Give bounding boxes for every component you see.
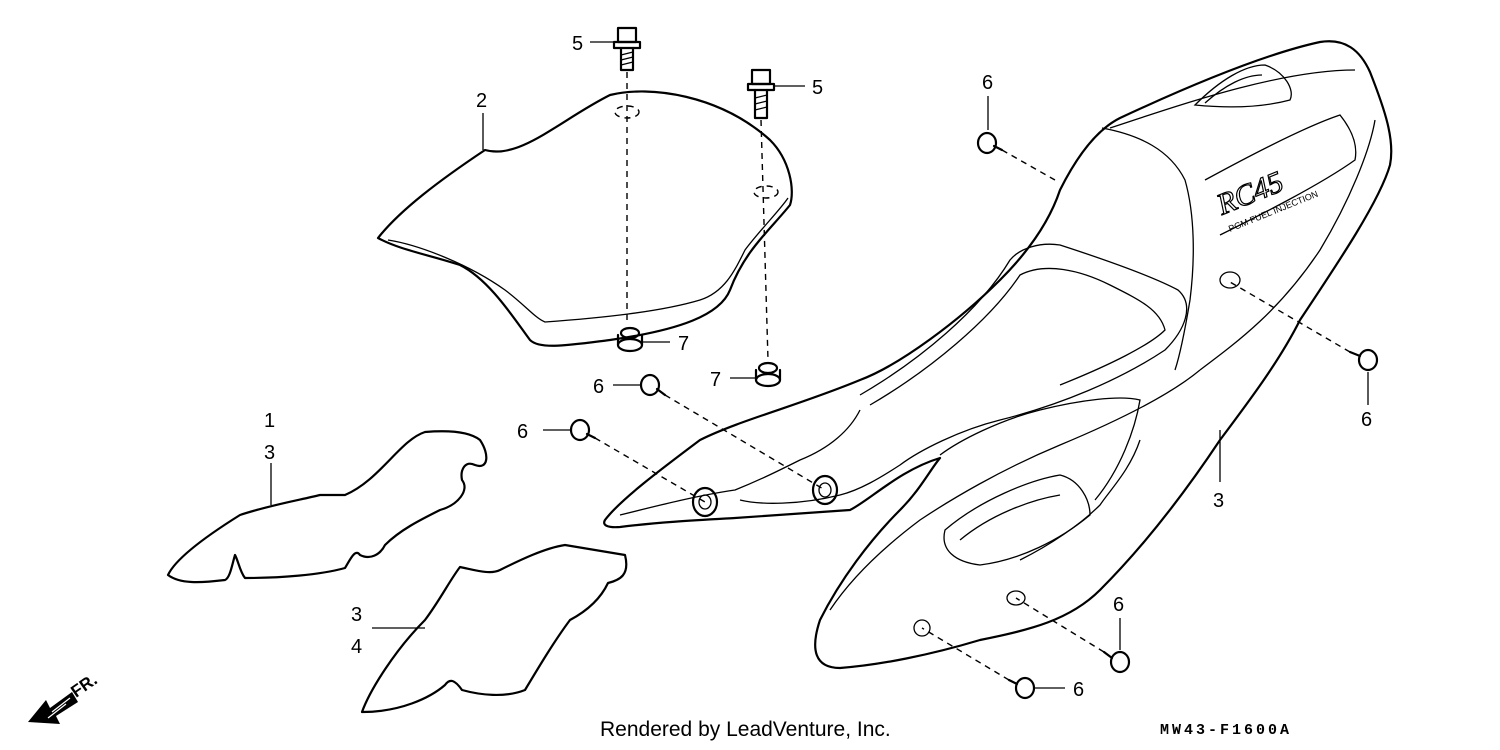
label-grommet-left: 7 <box>678 333 689 355</box>
label-bolt-right: 5 <box>812 77 823 99</box>
screw-top[interactable] <box>976 131 1004 155</box>
grommet-left[interactable] <box>616 326 644 353</box>
label-screw-mid-b: 6 <box>517 421 528 443</box>
screw-mid-a[interactable] <box>639 373 667 397</box>
screw-mid-b[interactable] <box>569 418 597 442</box>
diagram-code: MW43-F1600A <box>1160 722 1293 739</box>
screw-bottom-b[interactable] <box>1007 676 1036 700</box>
tail-cowl[interactable]: RC45 PGM FUEL INJECTION <box>603 40 1393 670</box>
grommet-right[interactable] <box>754 361 782 388</box>
cowl-grommet-left <box>691 486 719 518</box>
label-screw-mid-a: 6 <box>593 376 604 398</box>
cowl-grommet-right <box>811 474 839 506</box>
label-seat: 2 <box>476 90 487 112</box>
render-credit: Rendered by LeadVenture, Inc. <box>600 718 891 741</box>
label-seat-pad-b: 4 <box>351 636 362 658</box>
label-seat-pad-b-cowl: 3 <box>351 604 362 626</box>
label-screw-bottom-a: 6 <box>1113 594 1124 616</box>
label-grommet-right: 7 <box>710 369 721 391</box>
front-arrow-icon <box>28 692 78 724</box>
label-seat-pad-a-cowl: 3 <box>264 442 275 464</box>
screw-right[interactable] <box>1348 348 1379 372</box>
bolt-left[interactable] <box>612 26 642 72</box>
bolt-right[interactable] <box>746 68 776 120</box>
seat[interactable] <box>376 90 793 347</box>
label-bolt-left: 5 <box>572 33 583 55</box>
label-screw-top: 6 <box>982 72 993 94</box>
seat-pad-lower[interactable] <box>360 543 628 714</box>
screw-bottom-a[interactable] <box>1102 650 1131 674</box>
label-seat-pad-a: 1 <box>264 410 275 432</box>
label-cowl-main: 3 <box>1213 490 1224 512</box>
seat-pad-upper[interactable] <box>166 430 488 584</box>
label-screw-right: 6 <box>1361 409 1372 431</box>
label-screw-bottom-b: 6 <box>1073 679 1084 701</box>
